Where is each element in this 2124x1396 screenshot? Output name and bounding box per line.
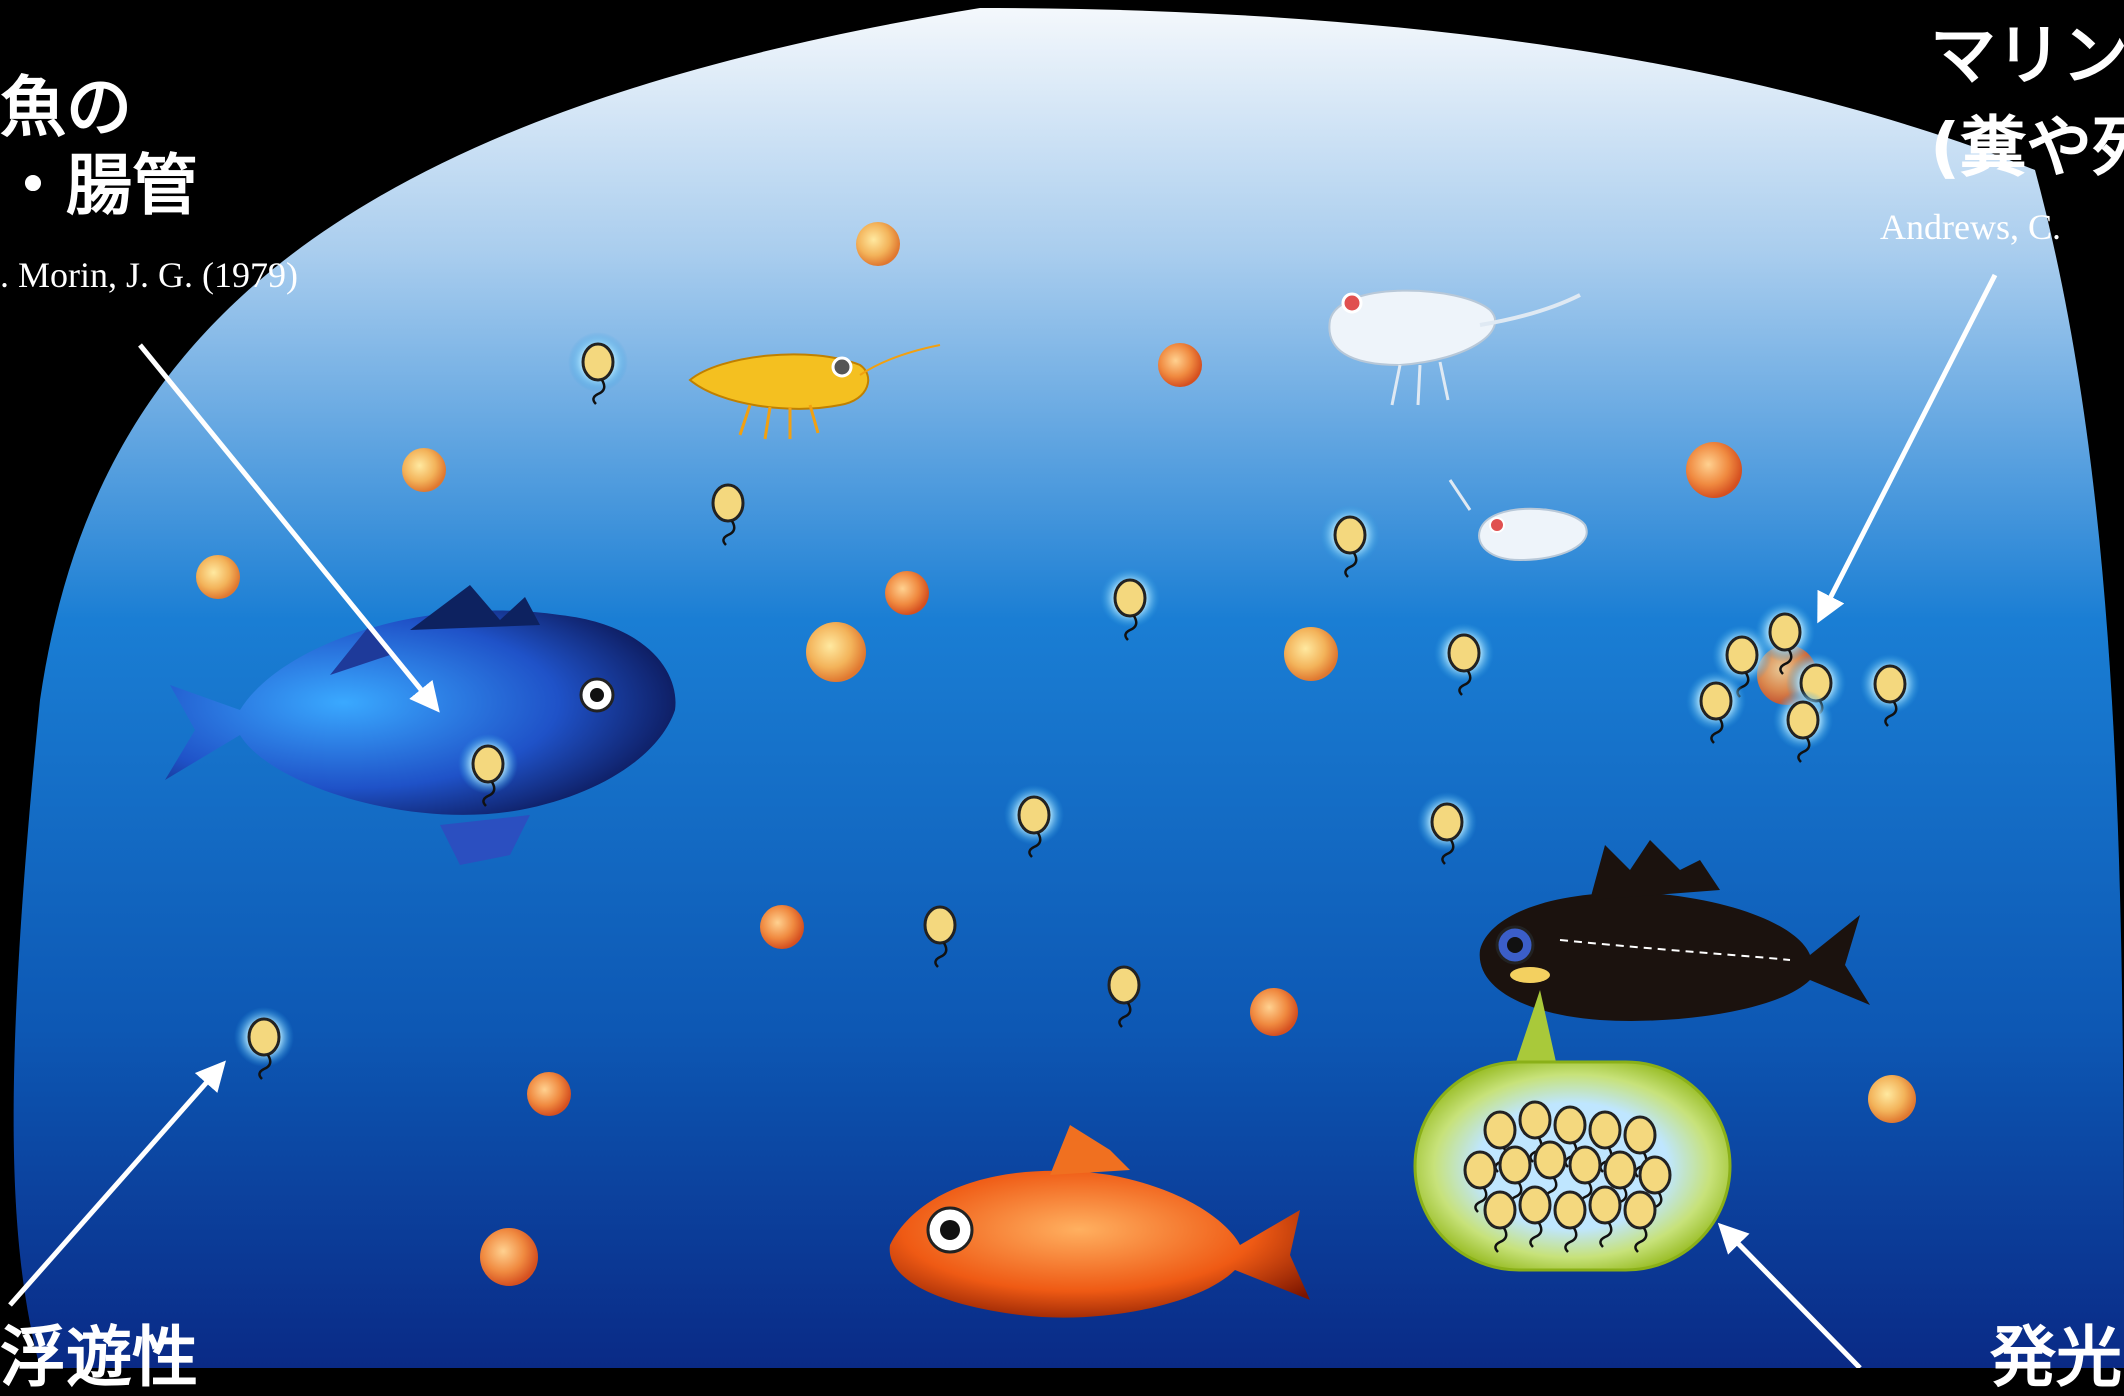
label-marine-snow-line2: (糞や死	[1930, 112, 2124, 185]
light-organ-icon	[1415, 1062, 1730, 1270]
label-gut-bacteria-line2: ・腸管	[0, 150, 198, 223]
label-marine-snow-reference: Andrews, C.	[1880, 206, 2061, 248]
label-luminous: 発光	[1990, 1322, 2122, 1395]
particle	[1868, 1075, 1916, 1123]
particle	[806, 622, 866, 682]
particle	[1250, 988, 1298, 1036]
particle	[856, 222, 900, 266]
particle	[760, 905, 804, 949]
label-gut-reference: . Morin, J. G. (1979)	[0, 254, 298, 296]
particle	[480, 1228, 538, 1286]
particle	[1686, 442, 1742, 498]
particle	[402, 448, 446, 492]
label-marine-snow-line1: マリン	[1930, 20, 2124, 93]
particle	[885, 571, 929, 615]
diagram-canvas	[0, 0, 2124, 1368]
label-gut-bacteria-line1: 魚の	[0, 72, 132, 145]
particle	[527, 1072, 571, 1116]
particle	[196, 555, 240, 599]
particle	[1284, 627, 1338, 681]
label-free-living: 浮遊性	[0, 1322, 198, 1395]
particle	[1158, 343, 1202, 387]
